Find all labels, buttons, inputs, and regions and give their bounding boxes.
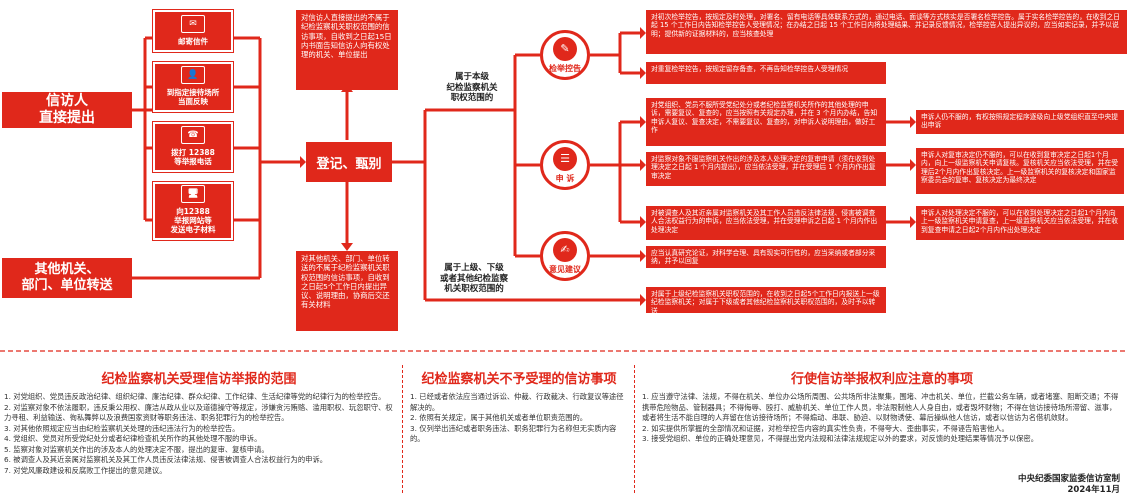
register-box: 登记、甄别 <box>306 142 392 182</box>
section-title: 行使信访举报权利应注意的事项 <box>790 372 973 387</box>
section-divider <box>634 365 635 493</box>
channel-mail: ✉ 邮寄信件 <box>153 10 233 52</box>
list-item: 7. 对党风廉政建设和反腐败工作提出的意见建议。 <box>4 466 167 476</box>
channel-label: 向12388 举报网站等 发送电子材料 <box>170 207 216 234</box>
section-list: 1. 已经或者依法应当通过诉讼、仲裁、行政裁决、行政复议等途径解决的。 2. 依… <box>410 392 628 445</box>
phone-icon: ☎ <box>181 126 205 144</box>
computer-icon: 🖥 <box>181 185 205 203</box>
category-label: 申 诉 <box>555 173 575 183</box>
process-box-accusation-repeat: 对重复检举控告，按规定留存备查，不再告知检举控告人受理情况 <box>646 62 886 84</box>
lower-scope-label: 属于上级、下级 或者其他纪检监察 机关职权范围的 <box>428 263 520 295</box>
process-box-accusation-first: 对初次检举控告，按规定及时处理，对署名、留有电话等具体联系方式的，通过电话、面谈… <box>646 10 1127 54</box>
list-item: 3. 接受党组织、单位的正确处理意见，不得提出党内法规和法律法规规定以外的要求，… <box>642 434 1039 444</box>
section-list: 1. 应当遵守法律、法规，不得在机关、单位办公场所周围、公共场所非法聚集，围堵、… <box>642 392 1122 445</box>
section-divider <box>402 365 403 493</box>
footer: 中央纪委国家监委信访室制 2024年11月 <box>920 474 1120 496</box>
list-item: 5. 监察对象对监察机关作出的涉及本人的处理决定不服，提出的复审、复核申请。 <box>4 444 269 454</box>
category-accusation: ✎ 检举控告 <box>540 30 590 80</box>
scope-label: 属于本级 纪检监察机关 职权范围的 <box>432 72 512 104</box>
document-icon: ✎ <box>553 36 577 61</box>
channel-visit: 👤 到指定接待场所 当面反映 <box>153 62 233 112</box>
process-box-appeal-party: 对党组织、党员不服所受党纪处分或者纪检监察机关所作的其他处理的申诉，需要复议、复… <box>646 98 886 146</box>
category-appeal: ☰ 申 诉 <box>540 140 590 190</box>
list-item: 6. 被调查人及其近亲属对监察机关及其工作人员违反法律法规、侵害被调查人合法权益… <box>4 455 328 465</box>
category-suggestion: ✍ 意见建议 <box>540 231 590 281</box>
list-item: 4. 党组织、党员对所受党纪处分或者纪律检查机关所作的其他处理不服的申诉。 <box>4 434 262 444</box>
category-label: 检举控告 <box>549 63 581 73</box>
channel-label: 邮寄信件 <box>178 37 208 46</box>
list-item: 1. 应当遵守法律、法规，不得在机关、单位办公场所周围、公共场所非法聚集，围堵、… <box>642 392 1119 423</box>
outcome-box-review: 申诉人对复审决定仍不服的，可以在收到复审决定之日起1个月内，向上一级监察机关申请… <box>916 148 1124 194</box>
footer-org: 中央纪委国家监委信访室制 <box>1017 474 1120 484</box>
list-item: 3. 对其他依照规定应当由纪检监察机关处理的违纪违法行为的检举控告。 <box>4 423 240 433</box>
list-item: 3. 仅列举出违纪或者职务违法、职务犯罪行为名称但无实质内容的。 <box>410 423 617 444</box>
section-title: 纪检监察机关不予受理的信访事项 <box>421 372 617 387</box>
footer-date: 2024年11月 <box>1067 485 1121 496</box>
process-box-appeal-investigated: 对被调查人及其近亲属对监察机关及其工作人员违反法律法规、侵害被调查人合法权益行为… <box>646 206 886 240</box>
process-box-appeal-review: 对监察对象不服监察机关作出的涉及本人处理决定的复审申请（须在收到处理决定之日起 … <box>646 152 886 186</box>
channel-label: 到指定接待场所 当面反映 <box>166 88 220 106</box>
outcome-box-party: 申诉人仍不服的，有权按照规定程序逐级向上级党组织直至中央提出申诉 <box>916 110 1124 134</box>
section-title: 纪检监察机关受理信访举报的范围 <box>101 372 297 387</box>
list-item: 2. 如实提供所掌握的全部情况和证据，对检举控告内容的真实性负责，不得夸大、歪曲… <box>642 423 1009 433</box>
outcome-box-investigated: 申诉人对处理决定不服的，可以在收到处理决定之日起1个月内向上一级监察机关申请复查… <box>916 206 1124 240</box>
list-item: 2. 依照有关规定，属于其他机关或者单位职责范围的。 <box>410 413 588 423</box>
section-accept-scope: 纪检监察机关受理信访举报的范围 1. 对党组织、党员违反政治纪律、组织纪律、廉洁… <box>4 368 394 477</box>
person-icon: 👤 <box>181 66 205 84</box>
channel-label: 拨打 12388 等举报电话 <box>171 148 215 166</box>
section-list: 1. 对党组织、党员违反政治纪律、组织纪律、廉洁纪律、群众纪律、工作纪律、生活纪… <box>4 392 394 477</box>
category-label: 意见建议 <box>549 264 581 274</box>
process-box-suggestion: 应当认真研究论证，对科学合理、具有现实可行性的，应当采纳或者部分采纳，并予以回复 <box>646 246 886 268</box>
channel-phone: ☎ 拨打 12388 等举报电话 <box>153 122 233 172</box>
section-notes: 行使信访举报权利应注意的事项 1. 应当遵守法律、法规，不得在机关、单位办公场所… <box>642 368 1122 445</box>
list-item: 1. 对党组织、党员违反政治纪律、组织纪律、廉洁纪律、群众纪律、工作纪律、生活纪… <box>4 392 386 401</box>
pen-icon: ✍ <box>553 237 577 262</box>
list-item: 2. 对监察对象不依法履职，违反秉公用权、廉洁从政从业以及道德操守等规定，涉嫌贪… <box>4 402 393 423</box>
bottom-note: 对其他机关、部门、单位转送的不属于纪检监察机关职权范围的信访事项，自收到之日起5… <box>296 251 398 331</box>
section-not-accepted: 纪检监察机关不予受理的信访事项 1. 已经或者依法应当通过诉讼、仲裁、行政裁决、… <box>410 368 628 445</box>
channel-website: 🖥 向12388 举报网站等 发送电子材料 <box>153 182 233 240</box>
source-other-orgs: 其他机关、 部门、单位转送 <box>2 258 132 298</box>
source-petitioner: 信访人 直接提出 <box>2 92 132 128</box>
list-item: 1. 已经或者依法应当通过诉讼、仲裁、行政裁决、行政复议等途径解决的。 <box>410 392 624 412</box>
top-note: 对信访人直接提出的不属于纪检监察机关职权范围的信访事项，自收到之日起15日内书面… <box>296 10 398 90</box>
envelope-icon: ✉ <box>181 15 205 33</box>
process-box-transfer: 对属于上级纪检监察机关职权范围的，在收到之日起5个工作日内报送上一级纪检监察机关… <box>646 287 886 315</box>
list-icon: ☰ <box>553 146 577 171</box>
